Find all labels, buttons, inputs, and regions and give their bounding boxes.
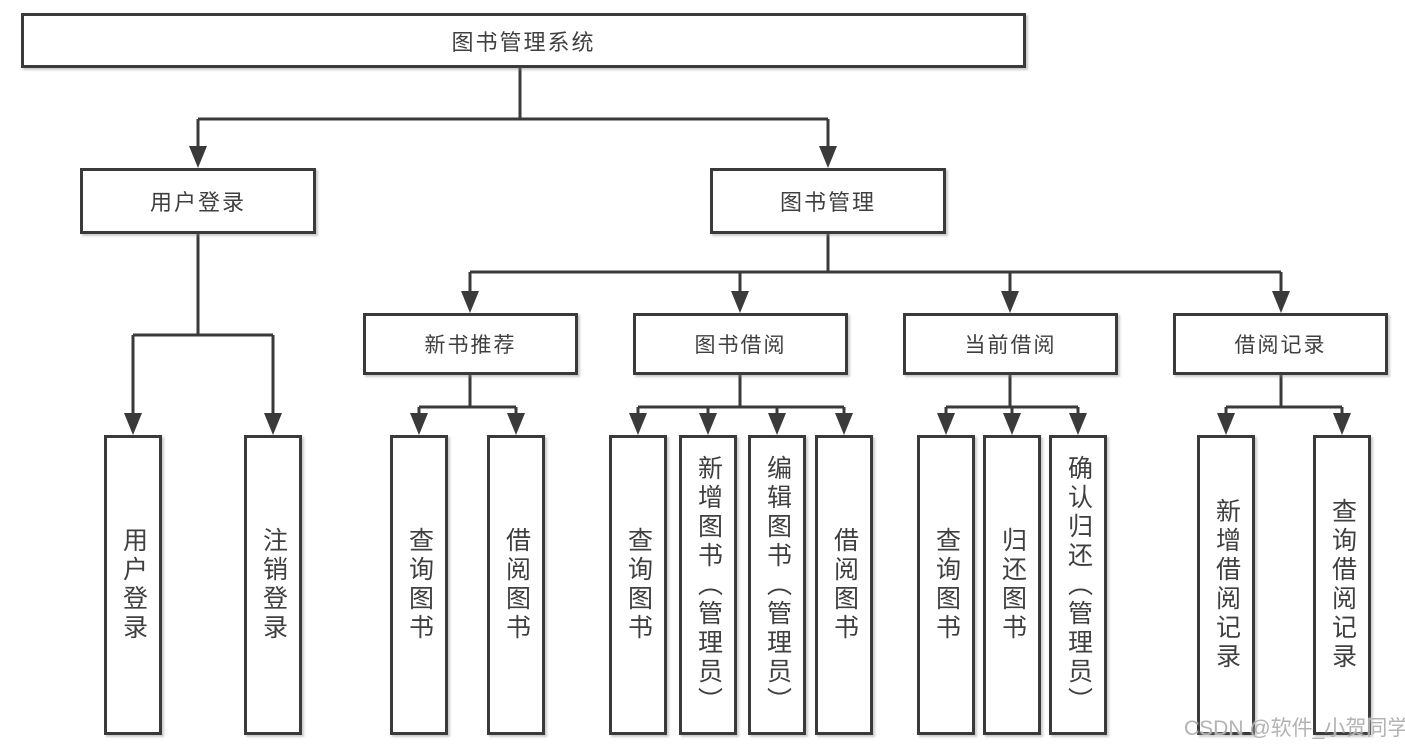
node-book-borrow: 图书借阅	[633, 313, 848, 375]
node-label: 新书推荐	[424, 334, 517, 357]
arrow-down-icon	[1001, 291, 1019, 313]
node-label: 图书管理	[779, 190, 876, 215]
leaf-borrow-books-recommend: 借阅图书	[487, 435, 545, 735]
arrow-down-icon	[124, 413, 142, 435]
arrow-down-icon	[410, 413, 428, 435]
connector-borrow-to-leaves	[636, 375, 846, 415]
arrow-down-icon	[699, 413, 717, 435]
node-label: 查询图书	[405, 527, 434, 643]
leaf-query-books-borrow: 查询图书	[609, 435, 667, 735]
arrow-down-icon	[461, 291, 479, 313]
leaf-add-borrow-record: 新增借阅记录	[1197, 435, 1255, 735]
node-book-management: 图书管理	[710, 168, 946, 234]
node-label: 借阅图书	[502, 527, 531, 643]
arrow-down-icon	[189, 146, 207, 168]
leaf-borrow-books: 借阅图书	[815, 435, 873, 735]
arrow-down-icon	[1272, 291, 1290, 313]
arrow-down-icon	[819, 146, 837, 168]
node-borrow-records: 借阅记录	[1173, 313, 1388, 375]
node-label: 借阅图书	[830, 527, 859, 643]
connector-login-to-leaves	[131, 234, 275, 415]
node-label: 查询借阅记录	[1328, 498, 1357, 672]
connector-recommend-to-leaves	[417, 375, 518, 415]
leaf-confirm-return-admin: 确认归还（管理员）	[1049, 435, 1107, 735]
node-label: 注销登录	[259, 527, 288, 643]
connector-current-to-leaves	[944, 375, 1080, 415]
connector-mgmt-to-l3	[468, 234, 1283, 293]
arrow-down-icon	[1217, 413, 1235, 435]
node-label: 新增图书（管理员）	[694, 454, 723, 716]
leaf-return-books: 归还图书	[983, 435, 1041, 735]
arrow-down-icon	[1069, 413, 1087, 435]
leaf-query-books-recommend: 查询图书	[390, 435, 448, 735]
connector-root-to-l2	[196, 68, 830, 148]
node-label: 查询图书	[624, 527, 653, 643]
leaf-add-book-admin: 新增图书（管理员）	[679, 435, 737, 735]
node-label: 借阅记录	[1234, 334, 1327, 357]
node-label: 新增借阅记录	[1212, 498, 1241, 672]
leaf-logout-login: 注销登录	[244, 435, 302, 735]
node-current-borrow: 当前借阅	[903, 313, 1118, 375]
leaf-query-books-current: 查询图书	[917, 435, 975, 735]
arrow-down-icon	[629, 413, 647, 435]
leaf-query-borrow-record: 查询借阅记录	[1313, 435, 1371, 735]
arrow-down-icon	[937, 413, 955, 435]
arrow-down-icon	[768, 413, 786, 435]
node-label: 编辑图书（管理员）	[763, 454, 792, 716]
node-label: 当前借阅	[964, 334, 1057, 357]
arrow-down-icon	[507, 413, 525, 435]
node-label: 图书借阅	[694, 334, 787, 357]
node-label: 图书管理系统	[451, 29, 596, 55]
arrowheads	[124, 146, 1351, 435]
leaf-edit-book-admin: 编辑图书（管理员）	[748, 435, 806, 735]
node-label: 归还图书	[998, 527, 1027, 643]
arrow-down-icon	[731, 291, 749, 313]
watermark: CSDN @软件_小贺同学	[1184, 717, 1405, 740]
node-label: 确认归还（管理员）	[1064, 454, 1093, 716]
node-label: 用户登录	[119, 527, 148, 643]
node-new-book-recommend: 新书推荐	[363, 313, 578, 375]
node-label: 用户登录	[149, 190, 246, 215]
node-library-management-system: 图书管理系统	[21, 13, 1026, 68]
node-user-login: 用户登录	[80, 168, 316, 234]
arrow-down-icon	[1333, 413, 1351, 435]
node-label: 查询图书	[932, 527, 961, 643]
arrow-down-icon	[1003, 413, 1021, 435]
arrow-down-icon	[835, 413, 853, 435]
connector-records-to-leaves	[1224, 375, 1344, 415]
arrow-down-icon	[264, 413, 282, 435]
leaf-user-login: 用户登录	[104, 435, 162, 735]
